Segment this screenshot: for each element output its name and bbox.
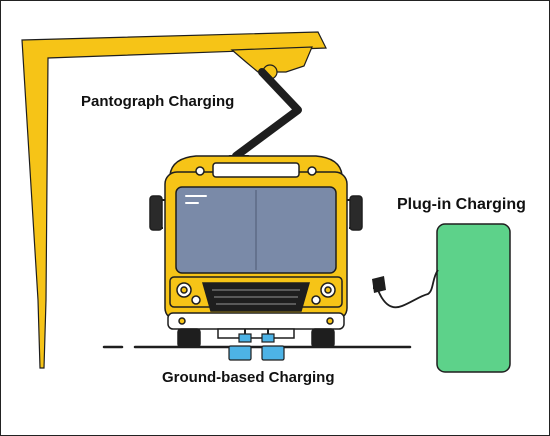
plug-in-charging-label: Plug-in Charging: [397, 196, 526, 213]
charging-station-icon: [436, 223, 511, 373]
ground-charging-pad-icon: [228, 329, 285, 361]
pantograph-gantry: [21, 31, 327, 369]
ground-based-charging-label: Ground-based Charging: [162, 369, 335, 386]
pantograph-arm-icon: [228, 68, 302, 160]
electric-bus-icon: [149, 155, 363, 348]
pantograph-charging-label: Pantograph Charging: [81, 93, 235, 110]
charging-plug-icon: [372, 269, 439, 309]
